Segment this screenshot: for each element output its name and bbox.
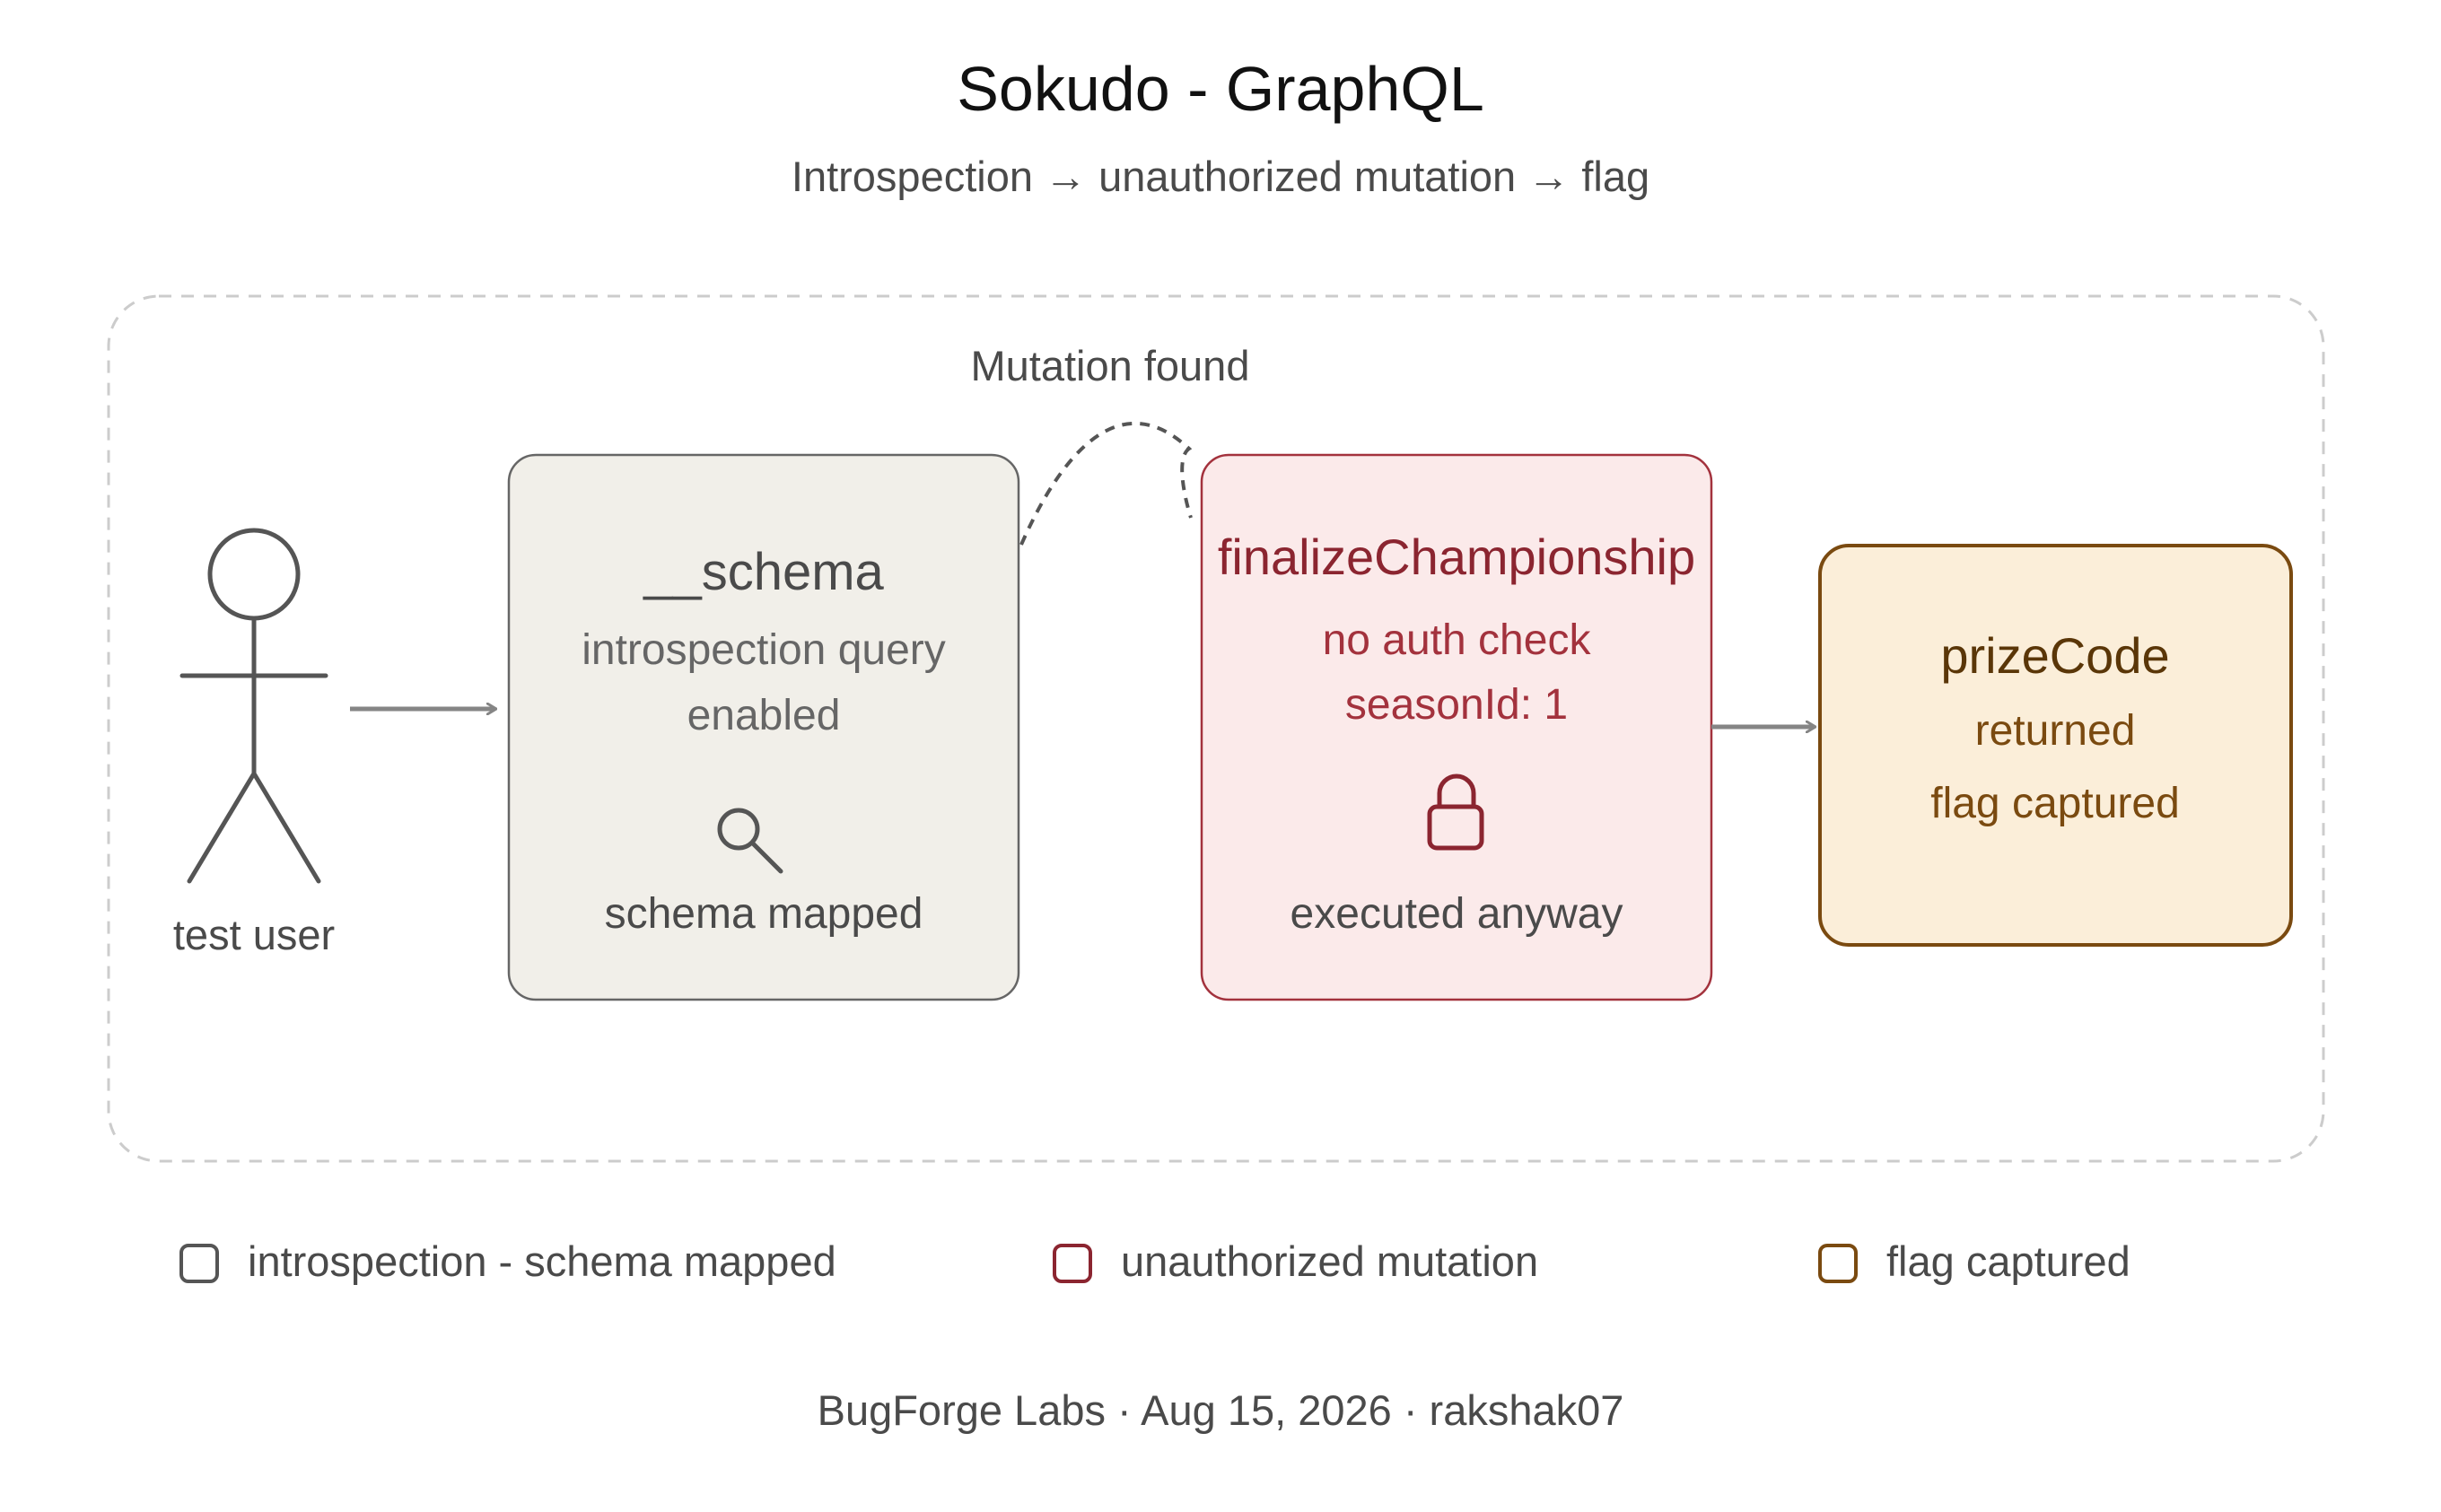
actor-label: test user [173, 911, 335, 958]
schema-node-line2: enabled [687, 692, 841, 739]
actor-left-leg [187, 771, 257, 884]
legend-item-introspection: introspection - schema mapped [179, 1237, 836, 1285]
legend-item-flag: flag captured [1818, 1237, 2130, 1285]
edge-label-mutation-found: Mutation found [971, 342, 1250, 389]
legend-label-mutation: unauthorized mutation [1121, 1237, 1538, 1285]
prize-node: prizeCode returned flag captured [1818, 544, 2293, 947]
legend-label-flag: flag captured [1886, 1237, 2130, 1285]
prize-node-line1: returned [1975, 707, 2136, 755]
lock-icon [1427, 773, 1484, 851]
schema-node-title: __schema [643, 543, 884, 601]
legend-swatch-flag [1818, 1244, 1858, 1283]
legend-item-mutation: unauthorized mutation [1053, 1237, 1538, 1285]
schema-node-box [507, 453, 1020, 1001]
prize-node-title: prizeCode [1940, 627, 2169, 684]
legend-swatch-introspection [179, 1244, 219, 1283]
legend: introspection - schema mapped unauthoriz… [179, 1237, 2130, 1285]
schema-node-line1: introspection query [582, 626, 946, 674]
diagram-subtitle: Introspection → unauthorized mutation → … [792, 153, 1649, 200]
edge-schema-to-mutation [1019, 421, 1193, 546]
mutation-node: finalizeChampionship no auth check seaso… [1200, 453, 1713, 1001]
mutation-node-line1: no auth check [1323, 616, 1592, 664]
schema-node-footer: schema mapped [605, 890, 923, 938]
prize-node-line2: flag captured [1930, 780, 2180, 827]
actor-right-leg [251, 771, 321, 884]
actor-figure [179, 528, 328, 884]
mutation-node-title: finalizeChampionship [1218, 529, 1695, 585]
footer-credit: BugForge Labs · Aug 15, 2026 · rakshak07 [818, 1386, 1624, 1434]
mutation-node-footer: executed anyway [1290, 890, 1623, 938]
mutation-node-line2: seasonId: 1 [1345, 681, 1568, 729]
legend-swatch-mutation [1053, 1244, 1092, 1283]
diagram-title: Sokudo - GraphQL [957, 54, 1484, 124]
schema-node: __schema introspection query enabled sch… [507, 453, 1020, 1001]
boundary-frame [107, 294, 2325, 1163]
magnifier-icon [717, 808, 783, 874]
actor-head [207, 528, 301, 621]
prize-node-box [1818, 544, 2293, 947]
legend-label-introspection: introspection - schema mapped [248, 1237, 836, 1285]
